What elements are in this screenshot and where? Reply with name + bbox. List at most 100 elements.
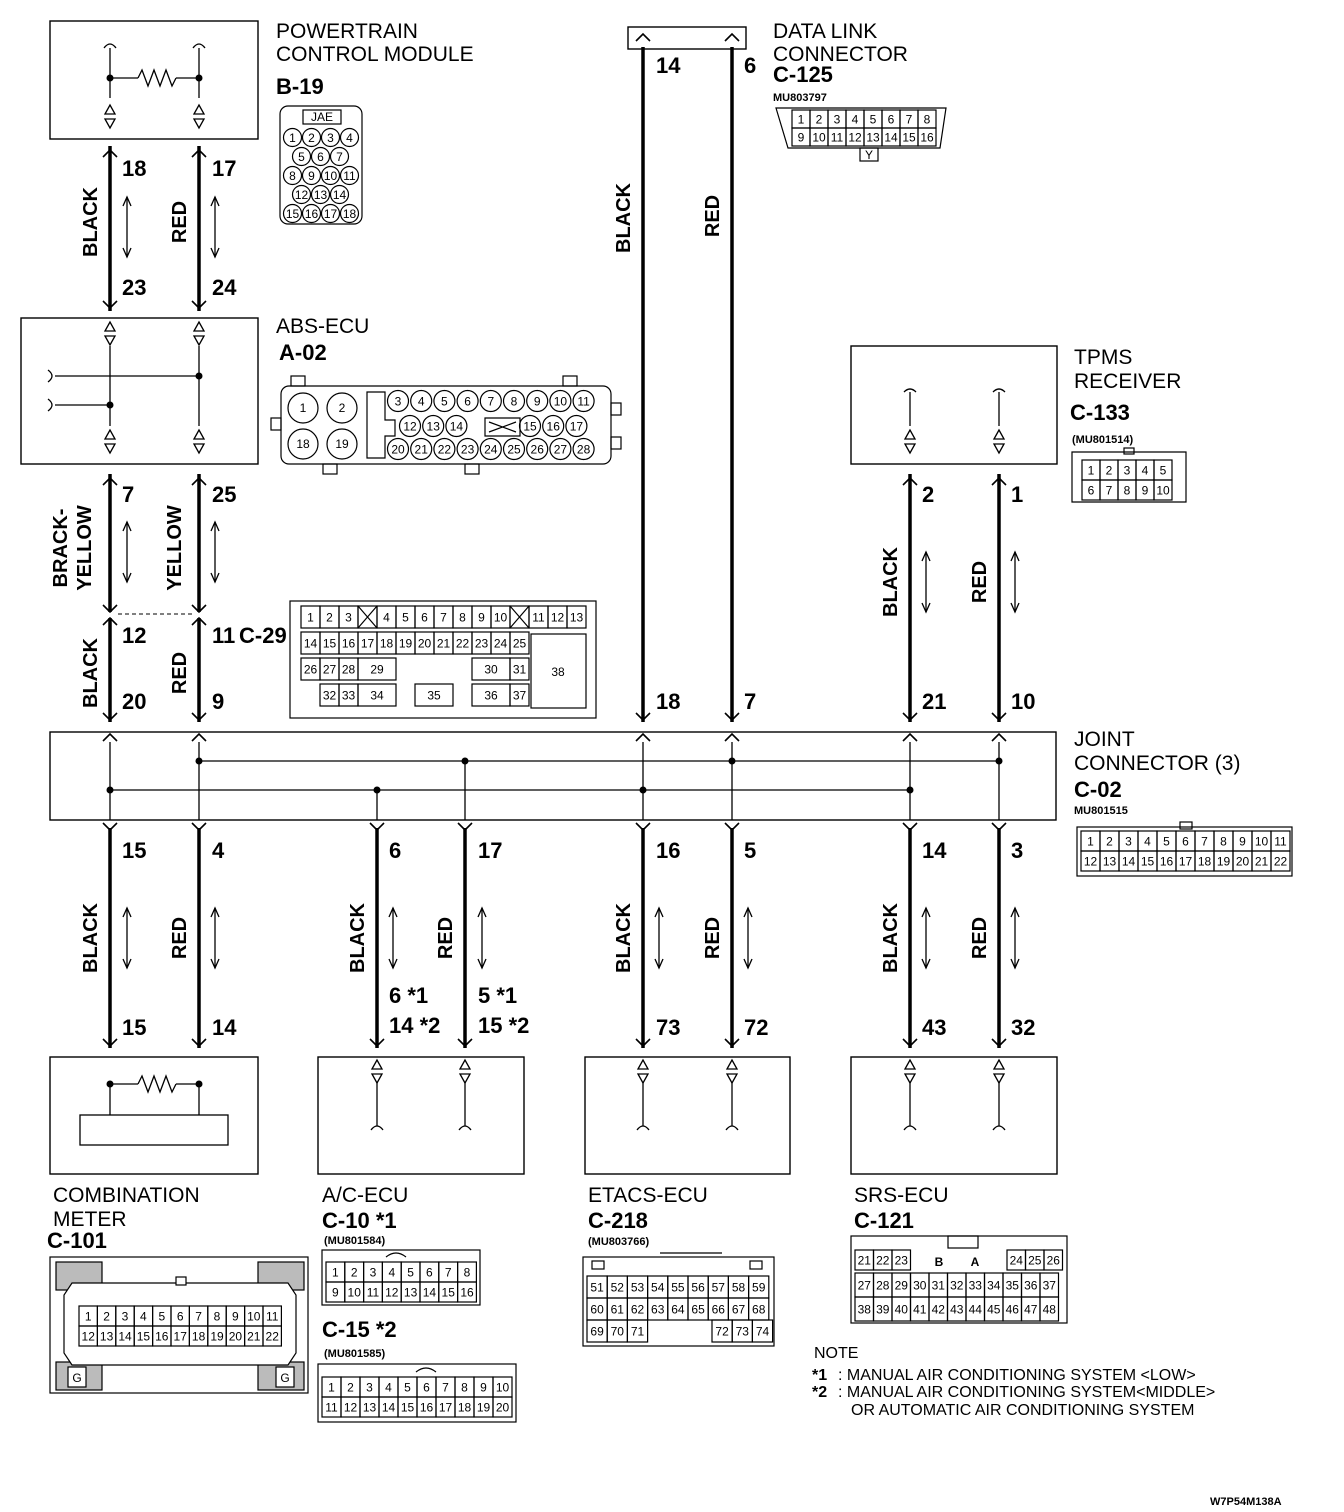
pin-label: 69: [590, 1325, 604, 1339]
connector-pin: [357, 683, 397, 707]
note-title: NOTE: [814, 1345, 858, 1362]
pin-label: 25: [1028, 1254, 1042, 1268]
connector-pin: [320, 165, 341, 186]
connector-pin: [301, 203, 322, 224]
pin-label: 20: [496, 1401, 510, 1415]
pin-number: 11: [212, 623, 235, 648]
pin-label: 13: [404, 1286, 418, 1300]
pin-number: 73: [656, 1015, 680, 1040]
ac-title: A/C-ECU: [322, 1184, 408, 1207]
connector-pin: [386, 389, 410, 413]
etacs-box: [584, 1056, 791, 1175]
note-text: OR AUTOMATIC AIR CONDITIONING SYSTEM: [851, 1402, 1194, 1419]
pin-label: 4: [346, 131, 353, 145]
pin-label: 13: [427, 420, 441, 434]
wire-color-label: RED: [969, 561, 991, 603]
connector-pin: [326, 428, 358, 460]
pin-label: 31: [513, 663, 527, 677]
tpms-title: TPMS: [1074, 346, 1132, 369]
connector-pin: [301, 127, 322, 148]
pin-label: 3: [834, 113, 841, 127]
connector-pin: [291, 184, 312, 205]
pin-label: 32: [950, 1279, 964, 1293]
pin-label: 33: [342, 689, 356, 703]
pin-label: 3: [395, 395, 402, 409]
pin-label: 38: [551, 665, 565, 679]
pin-label: 14: [1122, 855, 1136, 869]
ac-connector-id-2: C-15 *2: [322, 1317, 397, 1342]
pin-label: 62: [631, 1303, 645, 1317]
wire-color-label: RED: [169, 652, 191, 694]
wire-color-label: RED: [435, 917, 457, 959]
pin-label: 1: [328, 1381, 335, 1395]
connector-pin: [526, 389, 549, 413]
pin-label: 5: [407, 1266, 414, 1280]
pcm-box: [49, 20, 259, 140]
pin-label: 5: [870, 113, 877, 127]
pin-label: 9: [480, 1381, 487, 1395]
pin-label: 10: [494, 611, 508, 625]
pin-number: 21: [922, 689, 946, 714]
pin-number: 16: [656, 838, 680, 863]
abs-box: [20, 317, 259, 465]
connector-pin: [262, 1325, 282, 1347]
pin-label: 17: [324, 207, 338, 221]
pin-label: 5: [404, 1381, 411, 1395]
note-text: : MANUAL AIR CONDITIONING SYSTEM <LOW>: [838, 1367, 1196, 1384]
pin-label: 15: [442, 1286, 456, 1300]
pin-label: 27: [858, 1279, 872, 1293]
pin-label: 71: [631, 1325, 645, 1339]
pin-label: 15: [286, 207, 300, 221]
connector-pin: [339, 203, 360, 224]
pin-label: 15: [523, 420, 537, 434]
pin-label: 23: [461, 443, 475, 457]
pin-label: 51: [590, 1281, 604, 1295]
pin-label: 15: [137, 1330, 151, 1344]
pin-label: 2: [1106, 464, 1113, 478]
pin-label: 72: [715, 1325, 729, 1339]
ac-part-number-2: (MU801585): [324, 1348, 385, 1360]
connector-pin: [566, 605, 587, 629]
connector-pin: [301, 165, 322, 186]
pin-label: 17: [174, 1330, 188, 1344]
meter-connector-id: C-101: [47, 1228, 107, 1253]
pin-label: 38: [858, 1303, 872, 1317]
connector-pin: [626, 1319, 649, 1343]
pin-label: 16: [305, 207, 319, 221]
pin-label: 19: [477, 1401, 491, 1415]
connector-pin: [433, 389, 456, 413]
pin-label: 27: [554, 443, 568, 457]
wire-color-label: BRACK-: [50, 509, 72, 588]
pin-label: 26: [304, 663, 318, 677]
pin-number: 7: [744, 689, 756, 714]
wire-color-label: BLACK: [347, 902, 369, 973]
pin-label: 42: [932, 1303, 946, 1317]
dlc-title: CONNECTOR: [773, 43, 908, 66]
pin-label: 9: [232, 1310, 239, 1324]
pin-label: 39: [876, 1303, 890, 1317]
pin-label: 41: [913, 1303, 927, 1317]
pin-label: 4: [385, 1381, 392, 1395]
pin-label: 1: [307, 611, 314, 625]
pin-label: 3: [366, 1381, 373, 1395]
pin-label: 11: [325, 1401, 338, 1415]
pin-number: 6: [744, 53, 756, 78]
pin-label: 1: [798, 113, 805, 127]
abs-connector-id: A-02: [279, 340, 327, 365]
pin-label: 9: [798, 131, 805, 145]
pin-label: 8: [289, 169, 296, 183]
connector-pin: [509, 631, 530, 655]
pin-number: 18: [656, 689, 680, 714]
pin-label: 12: [1084, 855, 1098, 869]
pin-label: 43: [950, 1303, 964, 1317]
wire-color-label: RED: [702, 195, 724, 237]
tpms-connector-id: C-133: [1070, 400, 1130, 425]
pin-label: 2: [326, 611, 333, 625]
pin-label: 4: [1142, 464, 1149, 478]
wire-color-label: RED: [702, 917, 724, 959]
pin-label: 2: [103, 1310, 110, 1324]
pin-label: 16: [547, 420, 561, 434]
